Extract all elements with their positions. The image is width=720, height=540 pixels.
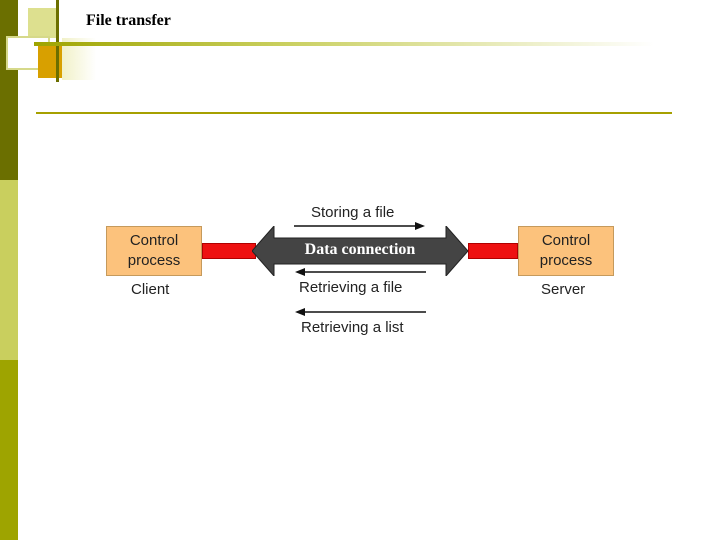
storing-file-label: Storing a file [311,204,395,221]
left-arrow-icon [295,268,426,276]
client-connector [202,243,256,259]
client-label: Client [131,281,170,298]
data-connection-arrow [252,226,468,276]
server-control-process-box: Control process [518,226,614,276]
server-connector [468,243,518,259]
retrieving-list-label: Retrieving a list [301,319,404,336]
decor-title-line [34,42,654,46]
retrieving-file-label: Retrieving a file [299,279,403,296]
theme-band-middle [0,180,18,360]
server-label: Server [541,281,586,298]
data-connection-label: Data connection [304,241,416,258]
client-control-process-box: Control process [106,226,202,276]
decor-square [28,8,58,38]
theme-band-bottom [0,360,18,540]
decor-vertical-line [56,0,59,82]
slide-title: File transfer [86,12,171,29]
left-arrow-icon [295,308,426,316]
theme-band-top [0,0,18,180]
right-arrow-icon [294,222,425,230]
title-rule [36,112,672,114]
